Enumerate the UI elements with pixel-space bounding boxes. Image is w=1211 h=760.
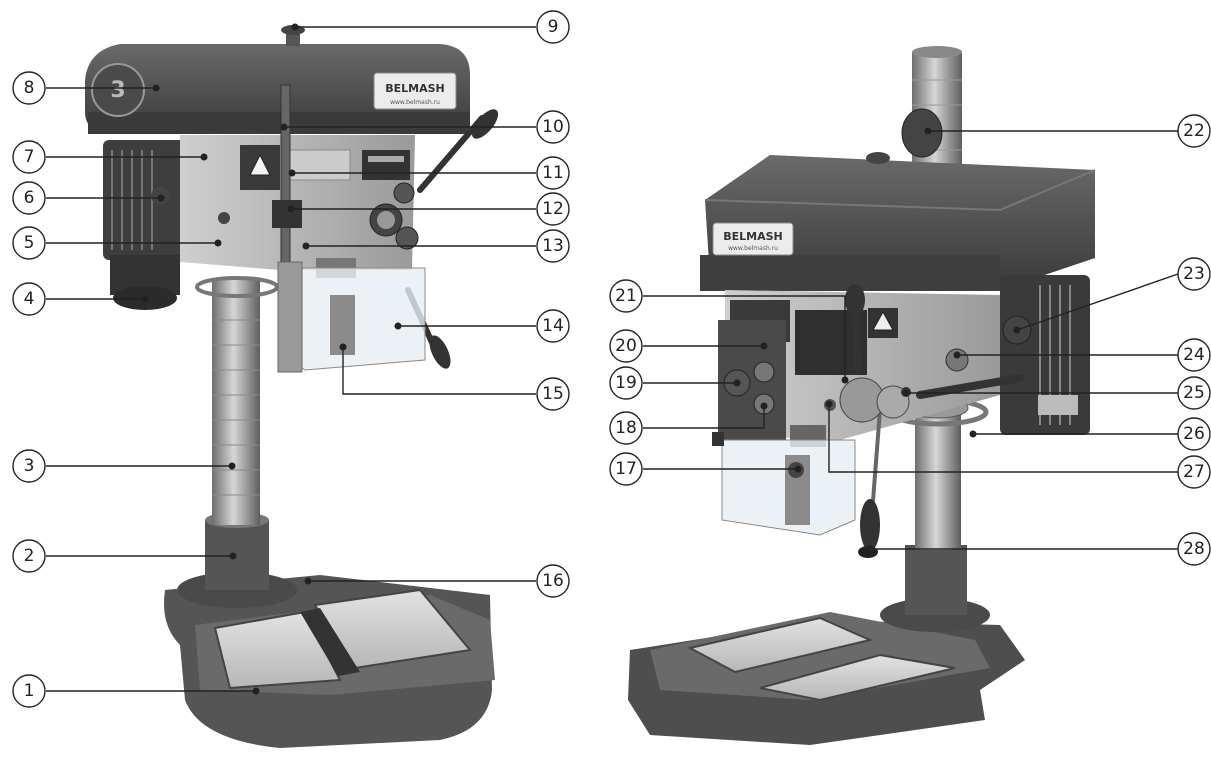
- motor-left: [103, 140, 188, 310]
- table-clamp-ring-left: [195, 276, 279, 298]
- callout-11: 11: [536, 156, 570, 190]
- svg-text:28: 28: [1183, 539, 1205, 559]
- callout-12: 12: [536, 192, 570, 226]
- right-drill-press: BELMASH www.belmash.ru: [628, 46, 1096, 745]
- svg-text:22: 22: [1183, 121, 1205, 141]
- left-drill-press: 3 BELMASH www.belmash.ru: [85, 25, 499, 748]
- brand-name-right: BELMASH: [723, 230, 783, 243]
- column-collar-left: [177, 512, 297, 608]
- switch-panel-right: [718, 320, 786, 440]
- brand-website-right: www.belmash.ru: [728, 245, 778, 252]
- callout-6: 6: [12, 181, 46, 215]
- callout-17: 17: [609, 452, 643, 486]
- callout-7: 7: [12, 140, 46, 174]
- callout-8: 8: [12, 71, 46, 105]
- callout-23: 23: [1177, 257, 1211, 291]
- svg-text:3: 3: [110, 78, 125, 103]
- callout-28: 28: [1177, 532, 1211, 566]
- svg-text:13: 13: [542, 236, 564, 256]
- callout-5: 5: [12, 226, 46, 260]
- callout-15: 15: [536, 377, 570, 411]
- svg-text:18: 18: [615, 418, 637, 438]
- callout-24: 24: [1177, 338, 1211, 372]
- callout-9: 9: [536, 10, 570, 44]
- column-rings-left: [212, 319, 260, 496]
- callouts-left: 1 2 3 4 5 6 7 8 9 10 11 12 13 14 15 16: [12, 10, 570, 708]
- callout-1: 1: [12, 674, 46, 708]
- callout-10: 10: [536, 110, 570, 144]
- column-top-right: [901, 46, 962, 177]
- svg-text:25: 25: [1183, 383, 1205, 403]
- base-left: [164, 575, 495, 748]
- svg-text:6: 6: [24, 188, 35, 208]
- callout-26: 26: [1177, 417, 1211, 451]
- callout-19: 19: [609, 366, 643, 400]
- svg-text:9: 9: [548, 17, 559, 37]
- callout-22: 22: [1177, 114, 1211, 148]
- svg-text:20: 20: [615, 336, 637, 356]
- callout-21: 21: [609, 279, 643, 313]
- svg-text:23: 23: [1183, 264, 1205, 284]
- brand-website-left: www.belmash.ru: [390, 99, 440, 106]
- chuck-guard-left: [277, 258, 426, 373]
- chuck-guard-right: [712, 425, 856, 536]
- svg-text:2: 2: [24, 546, 35, 566]
- callout-3: 3: [12, 449, 46, 483]
- callout-14: 14: [536, 309, 570, 343]
- belt-cover-right: BELMASH www.belmash.ru: [700, 152, 1096, 291]
- svg-text:4: 4: [24, 289, 35, 309]
- svg-text:11: 11: [542, 163, 564, 183]
- brand-plate-right: [712, 222, 794, 256]
- depth-dial-right: [901, 108, 943, 158]
- svg-text:21: 21: [615, 286, 637, 306]
- callout-13: 13: [536, 229, 570, 263]
- column-left: [212, 280, 260, 525]
- brand-plate-left: [373, 72, 457, 110]
- svg-text:17: 17: [615, 459, 637, 479]
- callout-18: 18: [609, 411, 643, 445]
- svg-text:12: 12: [542, 199, 564, 219]
- switch-panel-left: [369, 182, 419, 250]
- svg-text:8: 8: [24, 78, 35, 98]
- callout-27: 27: [1177, 455, 1211, 489]
- svg-text:19: 19: [615, 373, 637, 393]
- svg-text:3: 3: [24, 456, 35, 476]
- callout-4: 4: [12, 282, 46, 316]
- svg-text:1: 1: [24, 681, 35, 701]
- svg-text:15: 15: [542, 384, 564, 404]
- callout-2: 2: [12, 539, 46, 573]
- base-right: [628, 612, 1025, 745]
- callout-16: 16: [536, 564, 570, 598]
- svg-text:10: 10: [542, 117, 564, 137]
- svg-text:7: 7: [24, 147, 35, 167]
- callout-20: 20: [609, 329, 643, 363]
- svg-text:14: 14: [542, 316, 564, 336]
- svg-text:16: 16: [542, 571, 564, 591]
- brand-name-left: BELMASH: [385, 82, 445, 95]
- svg-text:5: 5: [24, 233, 35, 253]
- svg-text:26: 26: [1183, 424, 1205, 444]
- svg-text:24: 24: [1183, 345, 1205, 365]
- belt-cover-left: 3 BELMASH www.belmash.ru: [85, 44, 470, 134]
- svg-text:27: 27: [1183, 462, 1205, 482]
- callouts-right: 17 18 19 20 21 22 23 24 25 26 27 28: [609, 114, 1211, 566]
- callout-25: 25: [1177, 376, 1211, 410]
